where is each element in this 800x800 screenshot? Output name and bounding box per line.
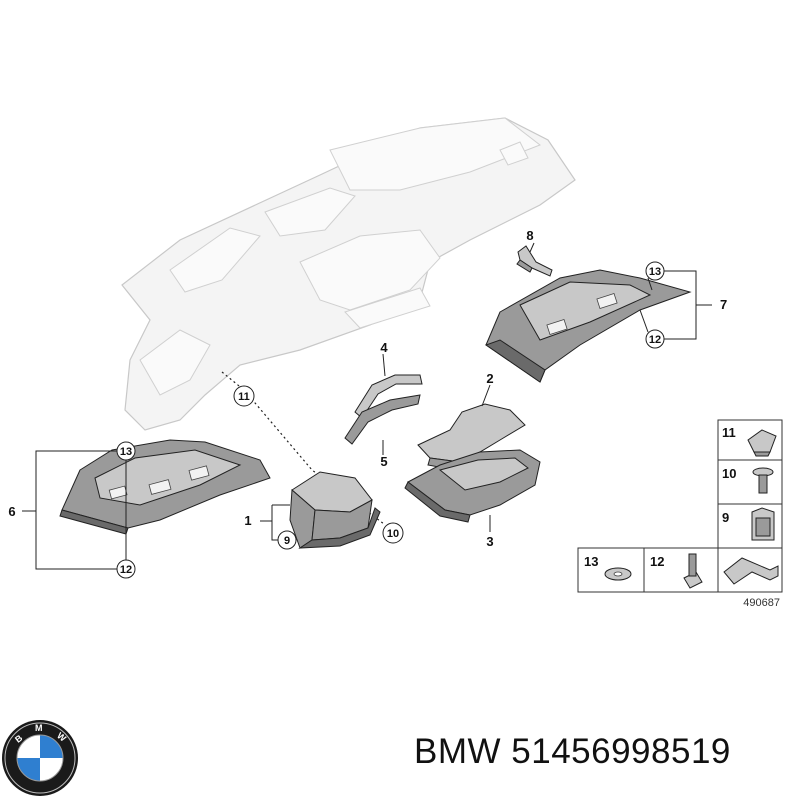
callout-7: 7 xyxy=(720,297,727,312)
logo-letter-m: M xyxy=(35,723,43,733)
legend-label-9: 9 xyxy=(722,510,729,525)
center-trim-part-3 xyxy=(404,449,541,523)
assembly-line xyxy=(221,371,385,525)
bracket-part-8 xyxy=(516,245,553,277)
callout-11: 11 xyxy=(238,391,250,403)
callout-12-right: 12 xyxy=(649,334,661,346)
callout-13-right: 13 xyxy=(649,266,661,278)
storage-box-part-1 xyxy=(289,471,381,549)
logo-letter-b: B xyxy=(13,732,25,744)
callout-3: 3 xyxy=(486,534,493,549)
legend-label-12: 12 xyxy=(650,554,664,569)
fastener-legend: 11 10 9 13 12 xyxy=(577,419,783,593)
part-number-caption: BMW 51456998519 xyxy=(414,732,731,771)
bmw-logo: B M W xyxy=(2,720,78,796)
callout-6: 6 xyxy=(8,504,15,519)
callout-10: 10 xyxy=(387,528,399,540)
legend-label-11: 11 xyxy=(722,425,736,440)
legend-label-10: 10 xyxy=(722,466,736,481)
trim-strip-part-5 xyxy=(344,394,421,445)
callout-4: 4 xyxy=(380,340,388,355)
dashboard-outline xyxy=(121,117,576,431)
callout-2: 2 xyxy=(486,371,493,386)
reference-number: 490687 xyxy=(743,597,780,609)
callout-12-left: 12 xyxy=(120,564,132,576)
nut-clip-icon xyxy=(747,429,777,453)
callout-8: 8 xyxy=(526,228,533,243)
callout-1: 1 xyxy=(244,513,251,528)
callout-5: 5 xyxy=(380,454,387,469)
callout-9: 9 xyxy=(284,535,290,547)
knee-panel-part-6 xyxy=(59,439,271,535)
legend-label-13: 13 xyxy=(584,554,598,569)
callout-13-left: 13 xyxy=(120,446,132,458)
knee-panel-part-7 xyxy=(484,269,692,383)
tape-strip-icon xyxy=(723,557,779,585)
